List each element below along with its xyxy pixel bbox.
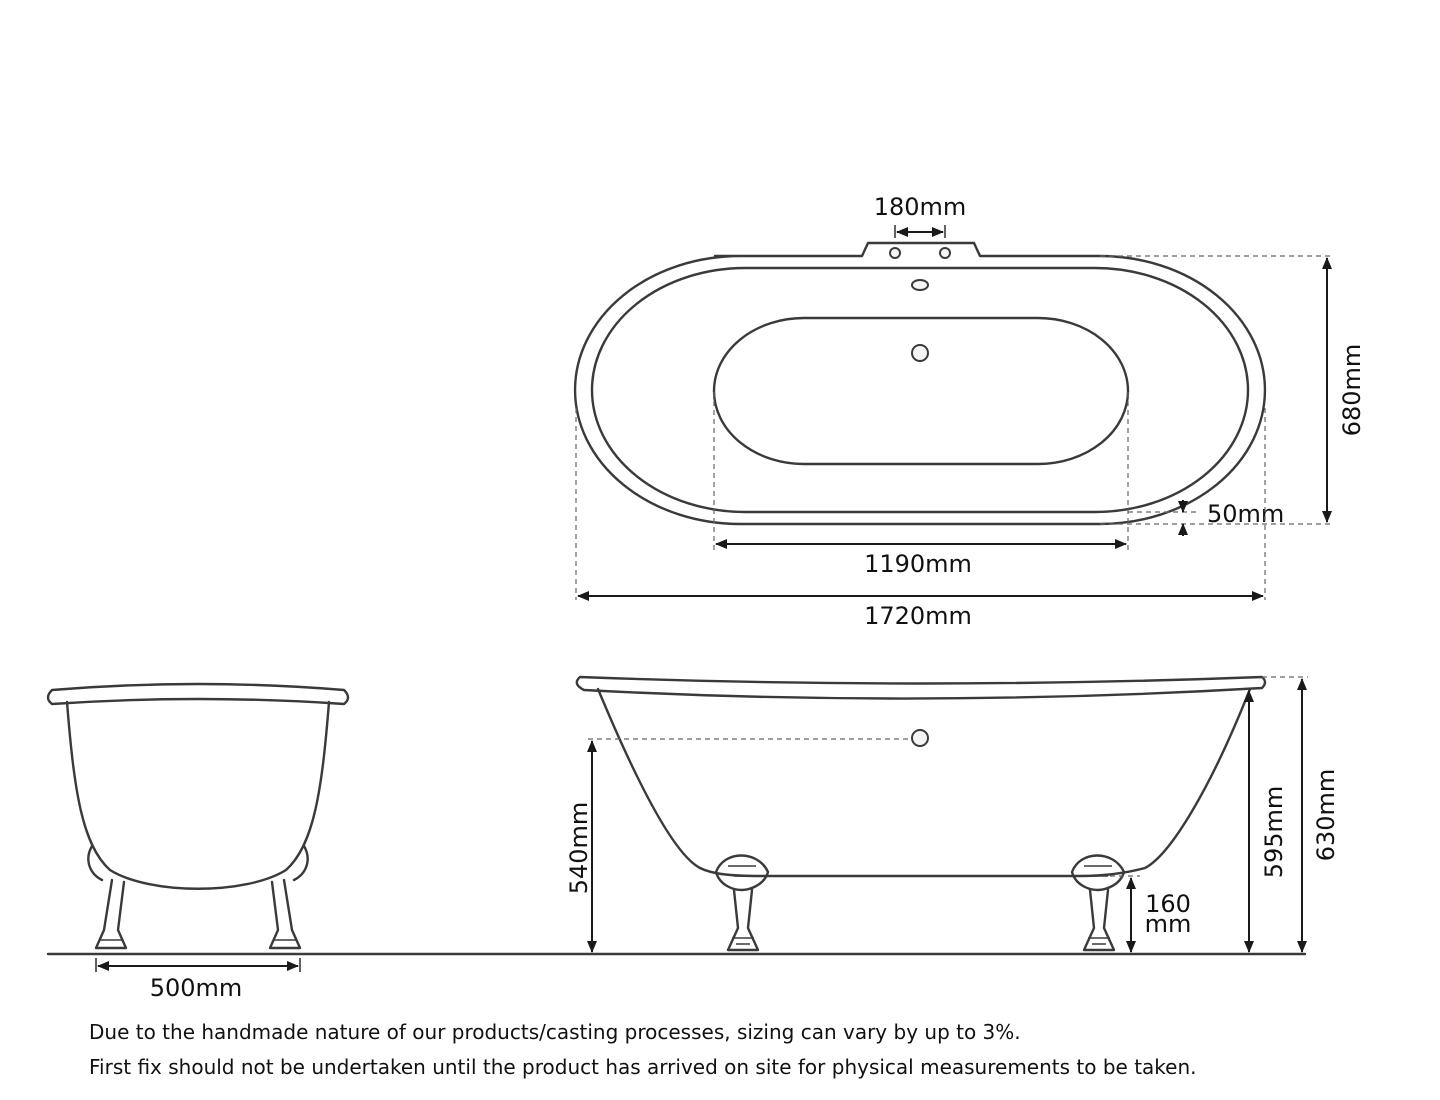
side-view [575,675,1267,952]
disclaimer-line-1: Due to the handmade nature of our produc… [89,1020,1021,1044]
side-view-left-claw-foot [714,854,770,952]
side-dimensions: 540mm 160 mm 595mm 630mm [565,676,1340,953]
clearance-unit: mm [1145,910,1192,938]
tap-hole-left [889,247,901,259]
end-view-left-foot [87,844,128,950]
tap-hole-right [939,247,951,259]
overall-length-label: 1720mm [864,602,972,630]
end-view-rim [46,682,350,706]
overflow-hole [911,279,929,291]
side-view-right-claw-foot [1070,854,1126,952]
width-label: 680mm [1338,344,1366,437]
side-rim-height-label: 595mm [1260,786,1288,879]
plan-view [573,241,1267,526]
clearance-value: 160 [1145,890,1191,918]
plan-basin-floor [712,316,1130,466]
disclaimer-line-2: First fix should not be undertaken until… [89,1055,1197,1079]
side-view-overflow-hole [911,729,929,747]
end-view-body [65,700,331,890]
plan-dimensions: 180mm 680mm 50mm 1190mm 1720mm [575,193,1366,630]
leg-spread-label: 500mm [150,974,243,1002]
overall-height-label: 630mm [1312,769,1340,862]
end-view: 500mm [46,682,350,1002]
tap-spacing-label: 180mm [874,193,967,221]
side-view-body [596,687,1252,878]
plan-inner-rim [590,266,1250,514]
inner-length-label: 1190mm [864,550,972,578]
plan-outer-rim [573,241,1267,526]
side-view-rim [575,675,1267,700]
end-view-right-foot [268,844,309,950]
overflow-height-label: 540mm [565,802,593,895]
rim-label: 50mm [1207,500,1284,528]
waste-hole [911,344,929,362]
